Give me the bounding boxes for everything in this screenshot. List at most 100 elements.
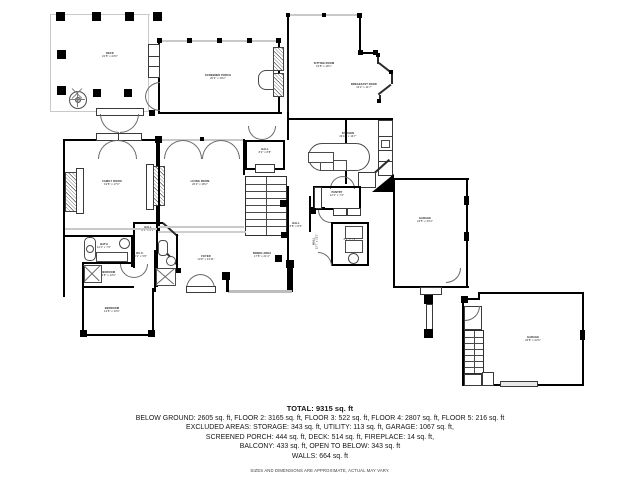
room-label-hall-wic: W.I.C. 10'1" x 5'6": [132, 252, 148, 259]
wall-node: [286, 13, 290, 17]
door-swing: [100, 114, 119, 133]
bath-tub: [158, 240, 168, 256]
hall-stair-wall-right: [309, 196, 312, 232]
bath-wall-bottom: [82, 262, 132, 264]
deck-pier: [56, 12, 65, 21]
pantry-counter: [333, 208, 347, 216]
door-swing: [318, 252, 332, 266]
room-label-hall-porch: HALL 8'2" x 8'8": [258, 148, 272, 155]
door-swing: [118, 140, 137, 159]
deck-pier: [93, 89, 101, 97]
living-wall-left: [158, 139, 161, 231]
bedroom-wall-left: [82, 288, 85, 336]
door-swing: [221, 140, 240, 159]
door-swing: [318, 210, 331, 223]
sitting-wall-right-upper: [359, 14, 362, 54]
garage2-overhead-door: [500, 381, 538, 387]
wall-node: [281, 232, 287, 238]
interior-light-wall: [158, 226, 244, 228]
built-in-shelf: [146, 164, 154, 210]
hall-porch-wall-top: [245, 140, 285, 142]
family-fireplace-hatch: [65, 172, 78, 212]
legend-line: SCREENED PORCH: 444 sq. ft, DECK: 514 sq…: [205, 433, 435, 441]
wall-node: [464, 232, 469, 241]
bedroom-wall-right: [152, 288, 155, 336]
retaining-pier-bottom: [424, 329, 433, 338]
room-label-pantry: PANTRY 12'1" x 7'4": [329, 191, 345, 198]
fireplace-hatch: [273, 73, 284, 97]
wall-node: [280, 200, 287, 207]
interior-light-wall: [65, 228, 157, 230]
pantry-wall-top: [313, 186, 361, 188]
room-label-hall-dining: HALL 12'7" x 13'1": [312, 233, 319, 250]
porch-pier: [149, 110, 155, 116]
bath-vanity: [345, 226, 363, 239]
room-label-garage-detached: GARAGE 23'8" x 22'6": [525, 336, 541, 343]
hall-closet: [255, 164, 275, 173]
garage2-wall-step-top: [462, 298, 480, 301]
door-swing: [330, 176, 343, 189]
toilet: [348, 253, 359, 264]
legend-line: EXCLUDED AREAS: STORAGE: 343 sq. ft, UTI…: [186, 424, 454, 432]
wic-wall-left: [82, 264, 84, 288]
toilet: [166, 256, 176, 266]
wall-node: [464, 196, 469, 205]
hall-porch-wall-left: [245, 140, 247, 170]
pantry-counter: [347, 208, 361, 216]
legend-line: BALCONY: 433 sq. ft, OPEN TO BELOW: 343 …: [239, 443, 401, 451]
wall-node: [222, 272, 230, 280]
spiral-stair-core: [75, 97, 81, 103]
wall-node: [357, 13, 362, 18]
island-sink: [308, 152, 334, 163]
door-swing: [262, 126, 276, 140]
deck-rail-left: [50, 14, 52, 112]
wall-node: [310, 208, 316, 214]
door-swing: [248, 126, 262, 140]
retaining-pier-top: [424, 295, 433, 304]
legend-line: WALLS: 664 sq. ft: [291, 452, 349, 460]
tub-drain: [86, 245, 94, 253]
porch-pier: [187, 38, 192, 43]
hall-stair-wall-left: [287, 186, 290, 264]
wall-node: [275, 255, 282, 262]
deck-pier: [125, 12, 134, 21]
room-label-dining-area: DINING AREA 17'8" x 21'4": [252, 252, 272, 259]
family-wall-left: [63, 139, 66, 235]
room-label-hall-stair: HALL 5'8" x 8'0": [289, 222, 303, 229]
door-swing: [202, 140, 221, 159]
wall-node: [148, 330, 155, 337]
nook-bay-wall: [391, 72, 393, 84]
wall-node: [377, 99, 381, 103]
wall-node: [580, 330, 585, 340]
foyer-wall-top: [158, 231, 246, 234]
deck-pier: [124, 89, 132, 97]
porch-pier: [157, 38, 162, 43]
dining-wall-jog: [226, 276, 229, 292]
legend-block: TOTAL: 9315 sq. ft BELOW GROUND: 2605 sq…: [0, 404, 640, 475]
kitchen-sink: [381, 140, 390, 148]
hall-bath-wall-left: [133, 222, 135, 268]
room-label-deck: DECK 22'8" x 23'0": [102, 52, 118, 59]
door-swing: [98, 140, 117, 159]
entry-door: [186, 286, 216, 293]
wall-node: [286, 260, 294, 268]
hall-bath-wall-top: [133, 222, 163, 224]
room-label-garage-main: GARAGE 24'5" x 23'4": [417, 217, 433, 224]
sitting-wall-left-upper: [287, 14, 290, 40]
wall-node: [358, 50, 363, 55]
porch-seat: [258, 70, 274, 90]
porch-cabinet: [148, 66, 160, 78]
dining-wall-bottom: [228, 290, 292, 293]
closet-shelf: [156, 268, 176, 286]
porch-pier: [247, 38, 252, 43]
room-label-living-room: LIVING ROOM 20'3" x 18'2": [190, 180, 210, 187]
door-swing: [164, 140, 183, 159]
garage2-step: [482, 372, 494, 386]
wall-node: [461, 296, 468, 303]
wall-node: [373, 50, 378, 55]
porch-pier: [217, 38, 222, 43]
foyer-wall-left: [156, 231, 159, 287]
wall-node: [200, 137, 204, 141]
bath-wall-top: [63, 235, 133, 238]
